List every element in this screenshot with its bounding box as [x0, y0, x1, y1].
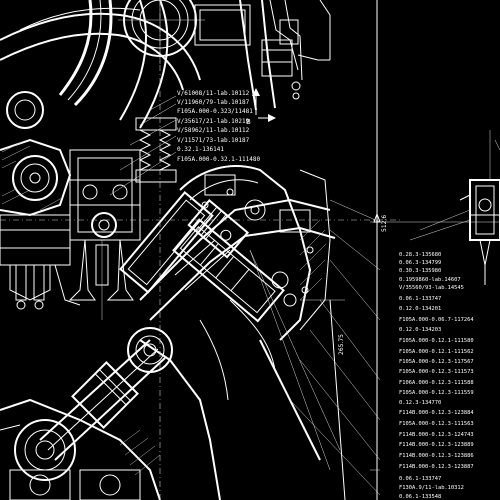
section-mark-letter: B: [246, 118, 251, 126]
callout-right-15: F105A.000-0.12.3-111559: [399, 390, 474, 396]
callout-right-17: F114B.000-0.12.3-123884: [399, 410, 474, 416]
right-housing: [179, 165, 331, 341]
callouts-top: V/61008/11-lab.10112 V/11960/79-lab.1018…: [177, 90, 260, 163]
dimension-vertical-label: 512.6: [381, 215, 388, 232]
callout-right-22: F114B.000-0.12.3-123887: [399, 464, 474, 470]
callout-right-12: F105A.000-0.12.3-117567: [399, 359, 474, 365]
callout-right-6: 0.06.1-133747: [399, 296, 441, 302]
callout-right-14: F106A.000-0.12.3-111588: [399, 380, 474, 386]
injector-detail: [409, 130, 500, 285]
callout-right-13: F105A.000-0.12.3-111573: [399, 369, 474, 375]
callout-right-25: 0.06.1-133548: [399, 494, 441, 500]
callout-right-5: V/35560/93-lab.14545: [399, 285, 464, 291]
callout-top-2: V/11960/79-lab.10187: [177, 99, 250, 106]
callout-right-3: 0.30.3-135980: [399, 268, 441, 274]
cylinder-block: [119, 191, 336, 500]
callout-top-4: V/35617/21-lab.10219: [177, 118, 250, 125]
callout-right-10: F105A.000-0.12.1-111580: [399, 338, 474, 344]
callout-right-16: 0.12.3-134770: [399, 400, 441, 406]
callout-top-8: F105A.000-0.32.1-111480: [177, 156, 260, 163]
callout-right-23: 0.06.1-133747: [399, 476, 441, 482]
callouts-right: 0.28.3-135680 0.06.3-134799 0.30.3-13598…: [399, 252, 474, 500]
callout-right-4: 0.1959860-lab.14607: [399, 277, 461, 283]
dimension-diagonal-label: 265.75: [338, 334, 345, 355]
callout-right-7: 0.12.0-134201: [399, 306, 441, 312]
construction-lines: [0, 0, 400, 500]
crankcase-bottom: [0, 398, 161, 500]
callout-top-6: V/11571/73-lab.10187: [177, 137, 250, 144]
callout-leaders-top: [109, 95, 177, 196]
cylinder-head-left: [0, 91, 81, 310]
callout-right-2: 0.06.3-134799: [399, 260, 441, 266]
callout-top-3: F105A.000-0.323/11481: [177, 108, 253, 115]
callout-right-8: F105A.000-0.06.7-117264: [399, 317, 474, 323]
section-mark-arrow: B: [246, 88, 276, 126]
callout-top-1: V/61008/11-lab.10112: [177, 90, 250, 97]
callout-right-19: F114B.000-0.12.3-124743: [399, 432, 474, 438]
callout-right-20: F114B.000-0.12.3-123889: [399, 442, 474, 448]
callout-top-5: V/58962/11-lab.10112: [177, 127, 250, 134]
intake-duct-assembly: [0, 0, 331, 129]
callout-top-7: 0.32.1-136141: [177, 146, 224, 153]
callout-right-21: F114B.000-0.12.3-123886: [399, 453, 474, 459]
callout-right-1: 0.28.3-135680: [399, 252, 441, 258]
dimension-lines: [300, 0, 500, 500]
callout-right-18: F105A.000-0.12.3-111563: [399, 421, 474, 427]
valve-train-center: [68, 117, 177, 320]
callout-right-24: F130A.9/11-lab.10312: [399, 485, 464, 491]
callout-right-9: 0.12.0-134203: [399, 327, 441, 333]
callout-right-11: F105A.000-0.12.1-111562: [399, 349, 474, 355]
